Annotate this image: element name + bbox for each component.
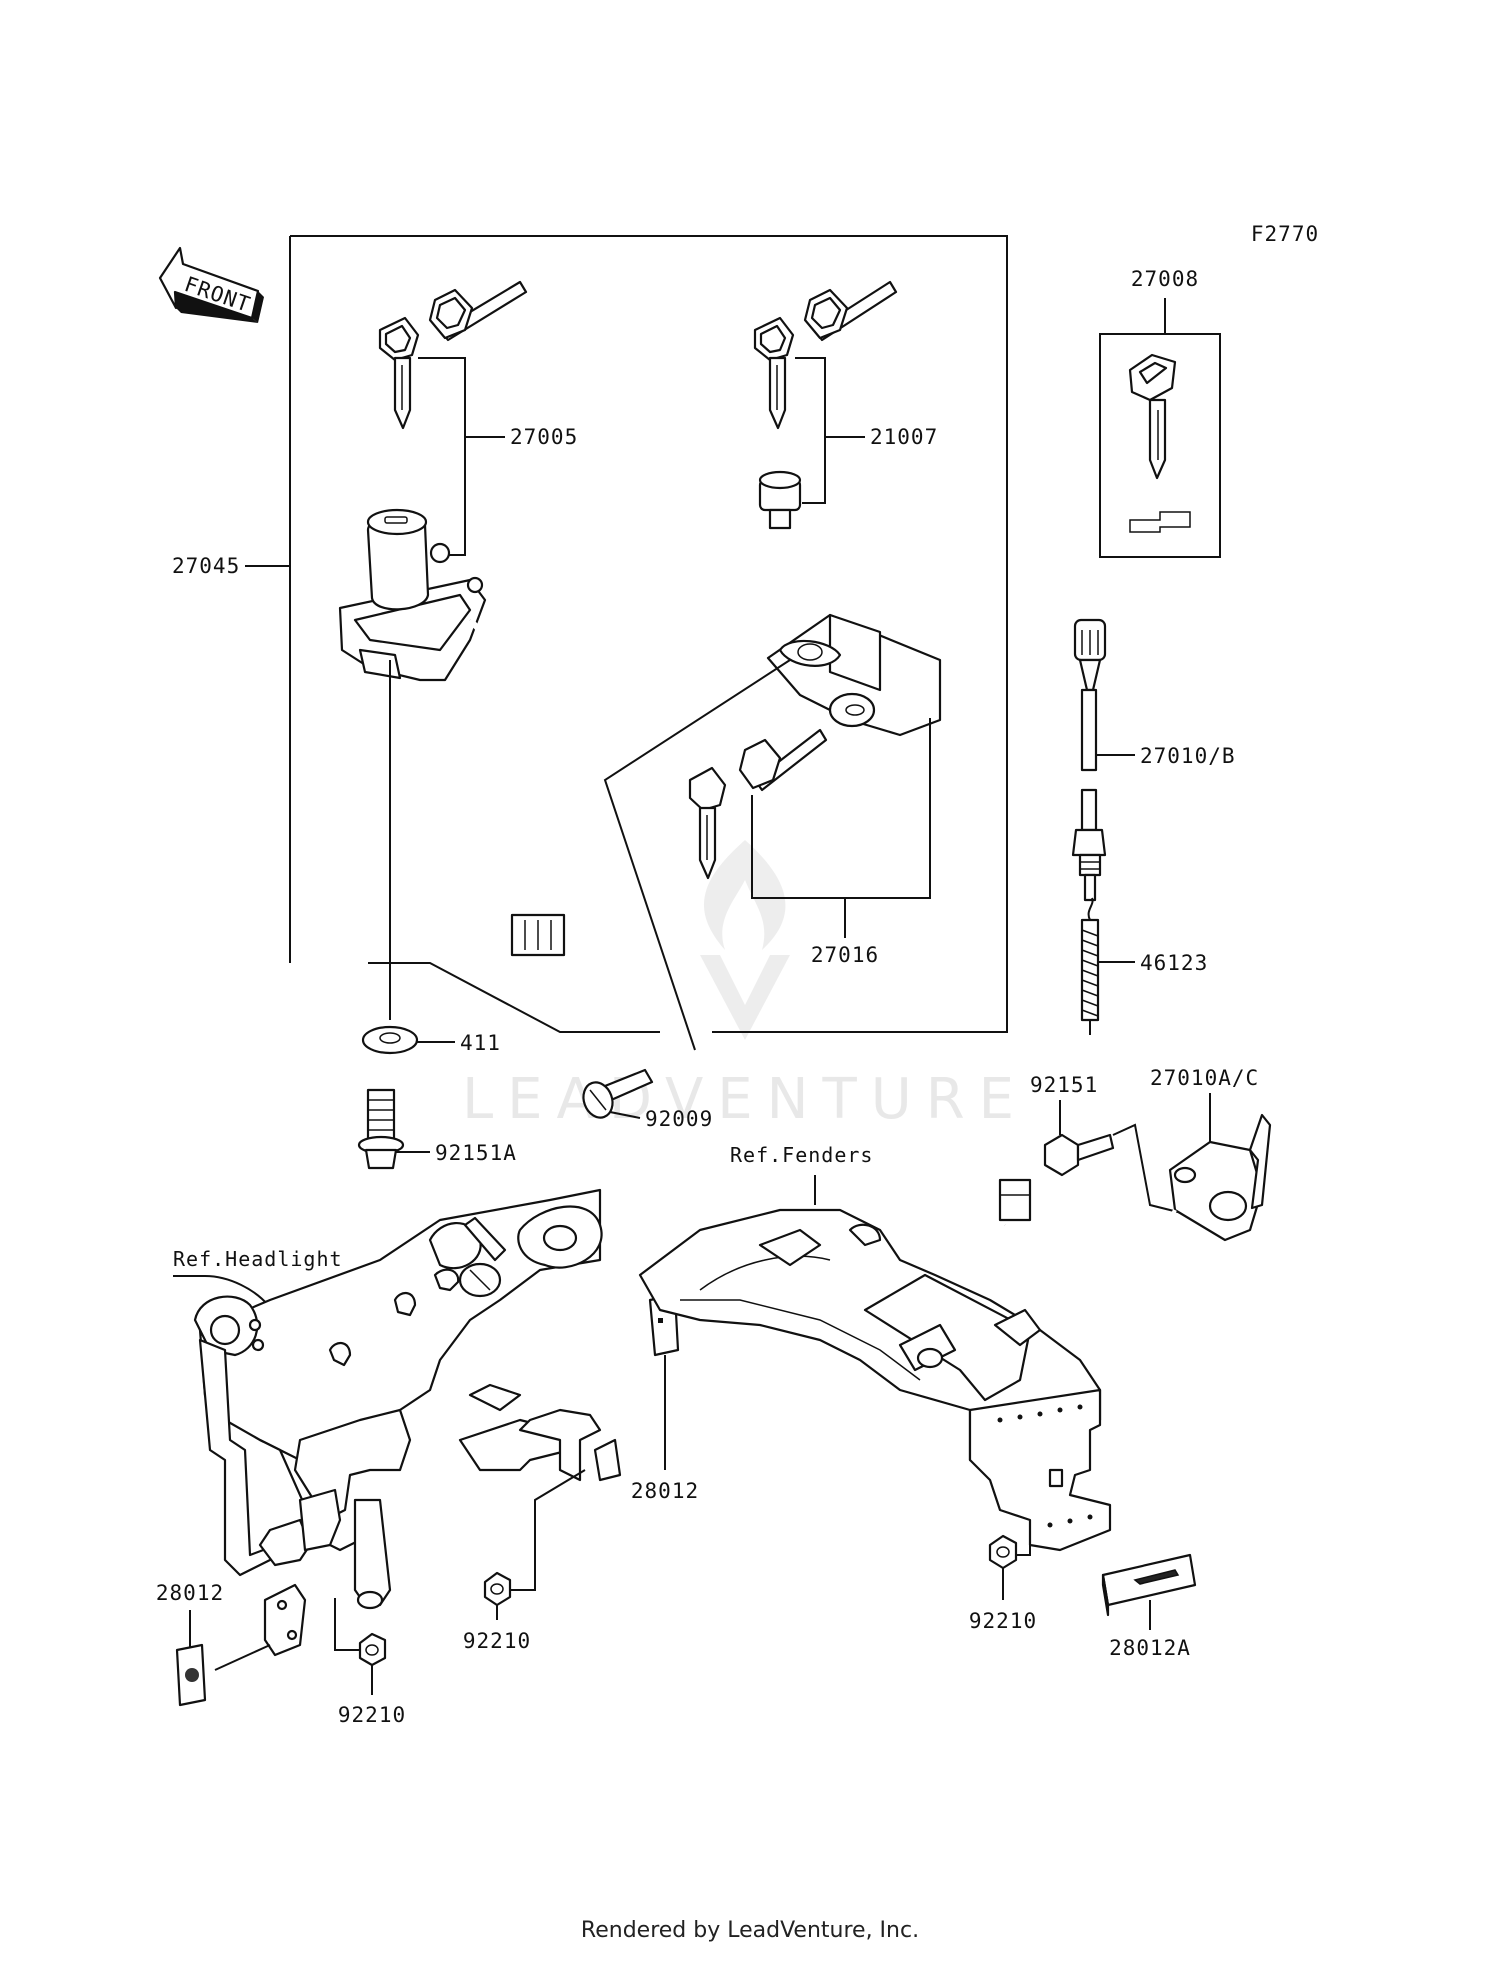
nut-92210-right [988,1534,1018,1570]
label-92210-right: 92210 [969,1609,1037,1633]
switch-27010ac [998,1113,1272,1258]
label-46123: 46123 [1140,951,1208,975]
watermark-text: LEADVENTURE [462,1067,1028,1132]
bolt-92151a [357,1088,405,1170]
key-set-27005 [378,280,528,430]
key-cut-code-icon [1129,511,1191,533]
leadventure-watermark: LEADVENTURE [462,840,1028,1132]
label-27045: 27045 [172,554,240,578]
label-27008: 27008 [1131,267,1199,291]
label-92210-left: 92210 [338,1703,406,1727]
figure-code: F2770 [1251,222,1319,246]
seat-lock-27016 [766,613,942,737]
ignition-switch [338,508,566,957]
rear-fender [638,1208,1112,1552]
label-92009: 92009 [645,1107,713,1131]
ref-fenders: Ref.Fenders [730,1143,873,1167]
key-blank-27008 [1128,353,1177,480]
bolt-92151 [1043,1133,1115,1177]
label-92210-center: 92210 [463,1629,531,1653]
label-411: 411 [460,1031,501,1055]
label-92151: 92151 [1030,1073,1098,1097]
footer-credit: Rendered by LeadVenture, Inc. [580,1918,920,1943]
nut-92210-center [483,1571,512,1607]
lock-cylinder-21007 [758,470,802,530]
label-27010ac: 27010A/C [1150,1066,1259,1090]
key-blank-box [1099,333,1221,558]
screw-92009 [582,1068,654,1119]
label-27005: 27005 [510,425,578,449]
key-set-27016 [688,728,828,880]
switch-27010b [1071,618,1107,902]
label-28012-right: 28012 [631,1479,699,1503]
label-21007: 21007 [870,425,938,449]
nut-92210-left [358,1632,387,1667]
key-set-21007 [753,280,898,430]
label-27016: 27016 [811,943,879,967]
spring-46123 [1080,897,1100,1035]
label-27010b: 27010/B [1140,744,1236,768]
label-28012-left: 28012 [156,1581,224,1605]
grommet-411 [361,1025,419,1055]
headlight-bracket [193,1188,622,1657]
label-28012a: 28012A [1109,1636,1191,1660]
label-plate-28012-left [175,1643,207,1707]
label-92151a: 92151A [435,1141,517,1165]
kit-outline [289,235,1008,1033]
front-arrow: FRONT [158,246,264,323]
reflector-28012a [1101,1553,1197,1617]
ref-headlight: Ref.Headlight [173,1247,343,1271]
